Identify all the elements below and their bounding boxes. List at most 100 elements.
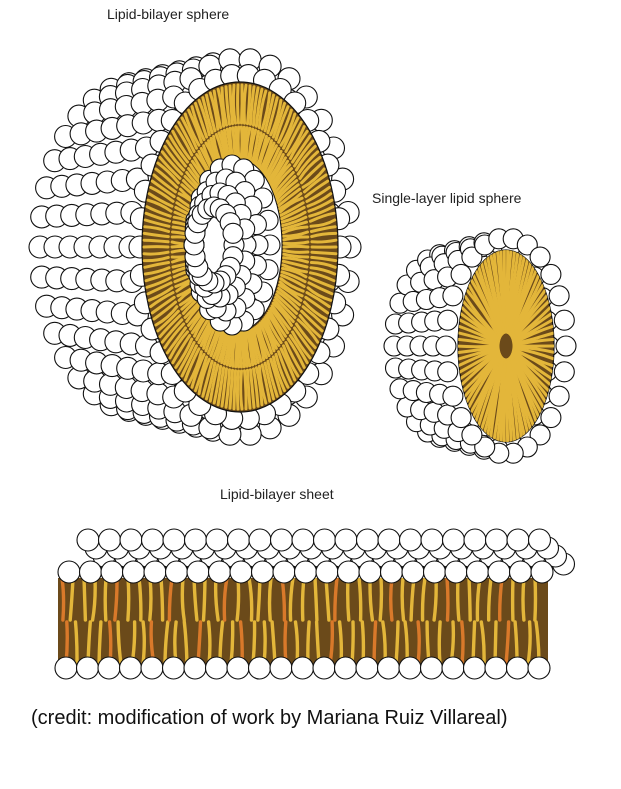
sheet-top-head — [76, 528, 100, 552]
lipid-tail — [270, 163, 292, 190]
lipid-tail — [144, 211, 172, 223]
lipid-tail — [205, 93, 217, 133]
lipid-tail — [163, 322, 186, 350]
sheet-front-head — [100, 560, 124, 584]
lipid-tail — [103, 578, 108, 622]
lipid-tail — [300, 578, 306, 622]
sphere-head — [442, 385, 464, 407]
sheet-top-head — [119, 528, 143, 552]
lipid-tail — [521, 578, 526, 622]
lipid-tail — [291, 330, 312, 360]
lipid-tail — [282, 344, 300, 378]
lipid-tail — [269, 159, 290, 188]
sphere-head — [553, 361, 575, 383]
lipid-tail — [298, 155, 322, 180]
lipid-tail — [304, 295, 330, 315]
lipid-tail — [458, 344, 500, 349]
lipid-tail — [239, 125, 244, 163]
sheet-bottom-head — [54, 656, 78, 680]
lipid-tail — [301, 167, 326, 189]
sheet-front-head — [487, 560, 511, 584]
sheet-front-head — [336, 560, 361, 584]
sheet-bottom-head — [118, 656, 143, 680]
lipid-tail — [60, 578, 66, 622]
lipid-tail — [143, 261, 171, 269]
lipid-tail — [260, 91, 272, 131]
lipid-tail — [308, 271, 336, 283]
lipid-tail — [241, 331, 246, 369]
sheet-top-head — [506, 528, 530, 552]
lipid-tail — [154, 167, 179, 189]
sheet-bottom-head — [527, 656, 551, 680]
lipid-tail — [250, 129, 260, 166]
lipid-tail — [142, 255, 170, 263]
lipid-tail — [282, 230, 309, 238]
lipid-tail — [236, 83, 240, 125]
lipid-tail — [254, 87, 264, 128]
sheet-bottom-head — [161, 656, 186, 680]
sheet-top-head — [312, 528, 337, 552]
lipid-tail — [394, 620, 400, 664]
lipid-tail — [416, 620, 421, 664]
lipid-tail — [143, 225, 171, 233]
lipid-tail — [288, 334, 309, 365]
lipid-tail — [345, 578, 351, 622]
lipid-tail — [277, 286, 302, 307]
sheet-top-head — [355, 528, 380, 552]
lipid-tail — [460, 351, 501, 394]
lipid-tail — [282, 235, 310, 242]
lipid-tail — [246, 84, 252, 126]
lipid-tail — [300, 161, 324, 185]
lipid-tail — [294, 322, 317, 350]
lipid-tail — [239, 369, 244, 411]
sheet-front-heads — [57, 560, 554, 584]
lipid-tail — [313, 578, 319, 622]
lipid-tail — [142, 238, 170, 244]
lipid-tail — [177, 341, 196, 374]
lipid-tail — [228, 368, 234, 410]
lipid-tail — [293, 326, 315, 355]
sheet-top-head — [441, 528, 466, 552]
lipid-tail — [467, 578, 472, 622]
sheet-bottom-head — [312, 656, 336, 680]
sheet-bottom-head — [419, 656, 444, 680]
lipid-tail — [284, 341, 303, 374]
lipid-tail — [254, 366, 264, 407]
lipid-tail — [183, 112, 201, 147]
lipid-bilayer-sheet — [54, 528, 576, 680]
lipid-tail — [247, 578, 254, 622]
lipid-tail — [253, 326, 266, 361]
lipid-tail — [187, 108, 203, 144]
lipid-tail — [144, 271, 172, 283]
lipid-tail — [165, 326, 187, 355]
lipid-tail — [512, 337, 554, 347]
lipid-tail — [168, 330, 189, 360]
lipid-tail — [296, 150, 320, 176]
label-lipid-bilayer-sheet: Lipid-bilayer sheet — [220, 486, 334, 502]
lipid-tail — [154, 305, 179, 327]
lipid-tail — [171, 334, 192, 365]
lipid-tail — [180, 116, 198, 150]
lipid-tail — [286, 337, 306, 369]
lipid-tail — [232, 369, 237, 411]
sheet-bottom-head — [226, 656, 250, 680]
lipid-tail — [142, 250, 170, 256]
sphere-head — [442, 285, 464, 307]
sphere-head — [461, 424, 483, 446]
lipid-tail — [212, 89, 223, 130]
lipid-tail — [310, 255, 338, 263]
lipid-tail — [280, 210, 307, 224]
lipid-tail — [231, 83, 237, 125]
bilayer-sphere-outer-heads — [28, 48, 362, 446]
lipid-tail — [512, 324, 554, 345]
lipid-tail — [271, 167, 293, 193]
lipid-tail — [158, 155, 182, 180]
lipid-tail — [73, 620, 79, 664]
lipid-tail — [281, 266, 308, 279]
lipid-tail — [300, 309, 324, 333]
sphere-head — [437, 309, 459, 331]
lipid-tail — [357, 578, 363, 622]
lipid-tail — [250, 328, 260, 365]
lipid-tail — [149, 185, 175, 203]
